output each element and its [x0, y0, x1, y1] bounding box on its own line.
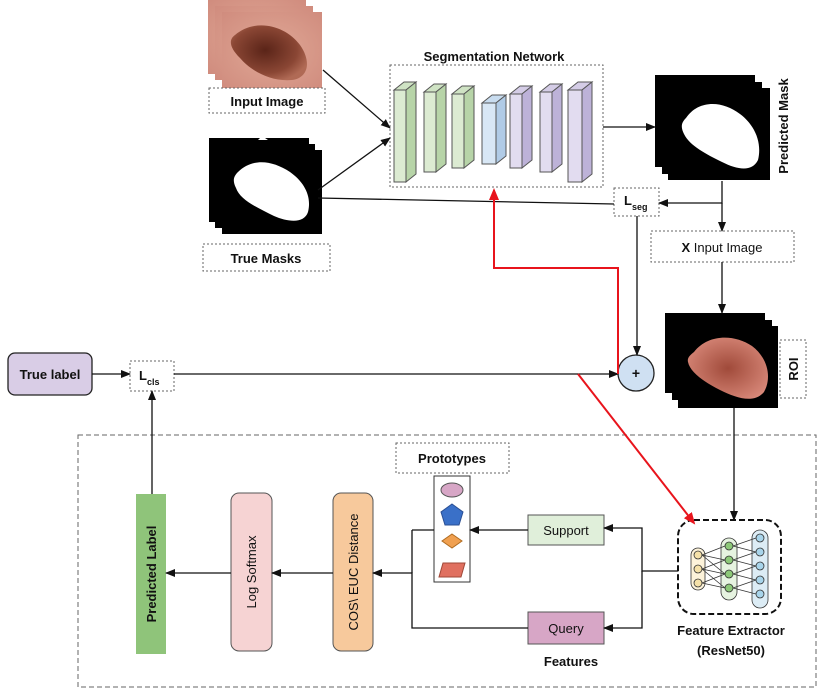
x-symbol: X — [682, 240, 691, 255]
predicted-mask-stack — [655, 75, 770, 180]
prototype-parallelogram-icon — [438, 562, 466, 578]
arrow-extractor-to-support — [603, 524, 678, 572]
predicted-mask-label: Predicted Mask — [776, 78, 791, 174]
red-feedback-arrows — [489, 188, 696, 525]
features-label: Features — [544, 654, 598, 669]
x-input-image-label: X Input Image — [682, 240, 763, 255]
red-arrow-to-feature-extractor — [577, 373, 696, 525]
input-image-label-box: Input Image — [208, 87, 326, 114]
connector-arrows — [92, 69, 738, 632]
mask-shape — [233, 162, 310, 221]
roi-stack — [665, 313, 778, 408]
feature-extractor-box — [677, 519, 782, 615]
log-softmax-block: Log Softmax — [230, 492, 273, 652]
true-label-text: True label — [20, 367, 81, 382]
bottleneck-block — [481, 102, 497, 165]
decoder-block-2 — [539, 91, 553, 173]
line-masks-to-lseg — [317, 197, 615, 205]
encoder-decoder-blocks — [392, 80, 594, 184]
true-masks-label: True Masks — [231, 251, 302, 266]
arrow-masks-to-segnet — [317, 137, 391, 191]
predicted-label-bar: Predicted Label — [136, 494, 166, 654]
l-cls-subscript: cls — [147, 377, 160, 387]
feature-extractor-label-line1: Feature Extractor — [677, 623, 785, 638]
arrow-predmask-to-lseg — [658, 181, 723, 207]
lesion-shape — [230, 25, 307, 81]
few-shot-module-box — [77, 434, 817, 688]
segmentation-network-title: Segmentation Network — [424, 49, 566, 64]
arrow-query-to-distance — [372, 569, 528, 629]
arrow-input-to-segnet — [322, 69, 391, 129]
red-arrow-sum-to-segnet — [489, 188, 619, 374]
arrow-extractor-to-query — [603, 571, 643, 632]
true-label-box: True label — [7, 352, 93, 396]
neural-network-icon — [690, 529, 769, 609]
l-cls-box: L cls — [129, 360, 175, 392]
support-block: Support — [527, 514, 605, 546]
feature-extractor-label-line2: (ResNet50) — [697, 643, 765, 658]
distance-label: COS\ EUC Distance — [346, 513, 361, 630]
prototypes-label: Prototypes — [418, 451, 486, 466]
x-input-image-box: X Input Image — [650, 230, 795, 263]
decoder-block-1 — [509, 93, 523, 169]
roi-label: ROI — [786, 357, 801, 380]
roi-lesion-shape — [687, 337, 768, 399]
input-image-stack — [208, 0, 322, 90]
predicted-label-text: Predicted Label — [144, 526, 159, 623]
true-masks-stack — [209, 134, 322, 234]
prototype-diamond-icon — [441, 533, 463, 549]
distance-block: COS\ EUC Distance — [332, 492, 374, 652]
roi-label-box: ROI — [779, 339, 807, 399]
prototype-ellipse-icon — [440, 482, 464, 498]
prototypes-label-box: Prototypes — [395, 442, 510, 474]
sum-node: + — [617, 354, 655, 392]
encoder-block-2 — [423, 91, 437, 173]
true-masks-label-box: True Masks — [202, 243, 331, 272]
decoder-block-3 — [567, 89, 583, 183]
query-block: Query — [527, 611, 605, 645]
l-seg-subscript: seg — [632, 202, 648, 212]
query-label: Query — [548, 621, 584, 636]
x-input-image-text: Input Image — [690, 240, 762, 255]
input-image-label: Input Image — [231, 94, 304, 109]
l-cls-main: L — [139, 368, 147, 383]
plus-symbol: + — [632, 365, 640, 381]
l-seg-main: L — [624, 193, 632, 208]
support-label: Support — [543, 523, 589, 538]
prototypes-panel — [433, 475, 471, 583]
prototype-pentagon-icon — [440, 503, 464, 526]
encoder-block-3 — [451, 93, 465, 169]
encoder-block-1 — [393, 89, 407, 183]
log-softmax-label: Log Softmax — [244, 535, 259, 608]
l-seg-box: L seg — [613, 187, 660, 217]
predicted-mask-shape — [681, 103, 760, 169]
